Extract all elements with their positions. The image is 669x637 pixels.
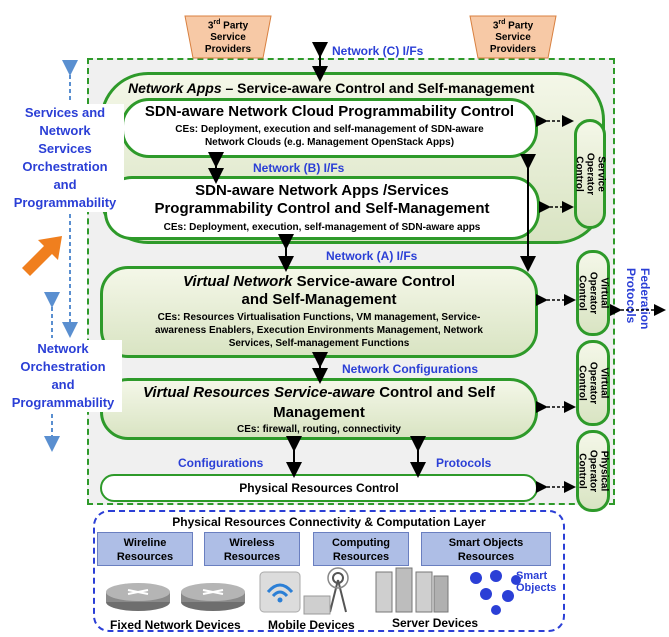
apps-control-title-2: Programmability Control and Self-Managem…	[154, 200, 490, 217]
router-icon	[106, 583, 170, 611]
label-line: Network	[37, 341, 89, 356]
server-devices-label: Server Devices	[392, 616, 479, 630]
network-c-label: Network (C) I/Fs	[332, 44, 424, 58]
virtual-resources-ces: CEs: firewall, routing, connectivity	[237, 424, 401, 435]
virtual-network-control	[100, 266, 538, 358]
apps-control-ces: CEs: Deployment, execution, self-managem…	[163, 222, 481, 233]
label-line: Orchestration	[22, 159, 108, 174]
third-party-provider-right: 3rd Party Service Providers	[468, 15, 558, 59]
smart-word: Smart	[516, 570, 548, 582]
label-line: and	[53, 177, 77, 192]
third-party-party: Party	[508, 20, 534, 32]
mobile-devices-icon	[259, 567, 349, 615]
objects-word: Objects	[516, 582, 557, 594]
computing-resources: Computing Resources	[313, 532, 409, 566]
wifi-icon	[266, 583, 294, 594]
fixed-network-devices-icon	[106, 583, 245, 611]
third-party-service: Service	[495, 32, 531, 44]
antenna-icon	[327, 567, 349, 613]
virtual-network-ces-3: Services, Self-management Functions	[228, 338, 410, 349]
third-party-service: Service	[210, 32, 246, 44]
network-apps-title: Network Apps – Service-aware Control and…	[128, 80, 534, 96]
res-line2: Resources	[223, 551, 281, 563]
services-orchestration-label: Services and Network Services Orchestrat…	[6, 104, 124, 212]
apps-control-title-1: SDN-aware Network Apps /Services	[195, 182, 449, 199]
service-operator-control: Service Operator Control	[574, 119, 607, 229]
fixed-network-devices-label: Fixed Network Devices	[110, 618, 241, 632]
protocols-label: Protocols	[436, 456, 492, 470]
third-party-num: 3	[492, 20, 499, 32]
server-devices-icon	[375, 567, 449, 613]
third-party-sup: rd	[498, 19, 506, 26]
trapezoid-shape	[184, 15, 272, 59]
third-party-providers: Providers	[489, 44, 537, 56]
cloud-control-ces-1: CEs: Deployment, execution and self-mana…	[175, 124, 484, 135]
smart-objects-label: Smart Objects	[516, 570, 556, 594]
virtual-resources-title-italic: Virtual Resources Service-aware	[142, 384, 376, 401]
res-line1: Computing	[331, 537, 391, 549]
label-line: Network	[39, 123, 91, 138]
virtual-resources-title-rest: Control and Self	[375, 384, 496, 401]
configurations-label: Configurations	[178, 456, 264, 470]
cloud-programmability-control	[121, 98, 538, 158]
mobile-devices-label: Mobile Devices	[268, 618, 355, 632]
virtual-network-title-italic: Virtual Network	[182, 273, 293, 290]
virtual-operator-control-1: Virtual Operator Control	[576, 250, 610, 336]
label-line: Orchestration	[20, 359, 106, 374]
res-line2: Resources	[457, 551, 515, 563]
virtual-network-title-rest: Service-aware Control	[292, 273, 456, 290]
wireline-resources: Wireline Resources	[97, 532, 193, 566]
physical-layer-title: Physical Resources Connectivity & Comput…	[172, 515, 486, 529]
res-line2: Resources	[116, 551, 174, 563]
virtual-network-title-2: and Self-Management	[241, 291, 397, 308]
label-line: Services	[38, 141, 92, 156]
virtual-operator-control-2: Virtual Operator Control	[576, 340, 610, 426]
network-apps-title-rest: – Service-aware Control and Self-managem…	[221, 80, 535, 96]
router-icon	[181, 583, 245, 611]
trapezoid-shape	[469, 15, 557, 59]
smart-objects-icon	[470, 570, 521, 615]
res-line1: Wireline	[123, 537, 167, 549]
label-line: Programmability	[11, 395, 115, 410]
virtual-resources-title-2: Management	[273, 404, 365, 421]
network-b-label: Network (B) I/Fs	[253, 161, 345, 175]
third-party-party: Party	[223, 20, 249, 32]
label-line: Programmability	[13, 195, 117, 210]
virtual-network-ces-2: awareness Enablers, Execution Environmen…	[155, 325, 483, 336]
third-party-num: 3	[207, 20, 214, 32]
label-line: and	[51, 377, 75, 392]
physical-operator-control: Physical Operator Control	[576, 430, 610, 512]
third-party-sup: rd	[213, 19, 221, 26]
res-line1: Smart Objects	[448, 537, 524, 549]
apps-programmability-control	[104, 176, 540, 240]
third-party-provider-left: 3rd Party Service Providers	[183, 15, 273, 59]
wireless-resources: Wireless Resources	[204, 532, 300, 566]
res-line1: Wireless	[229, 537, 275, 549]
network-configurations-label: Network Configurations	[342, 362, 479, 376]
network-apps-title-italic: Network Apps	[128, 80, 222, 96]
smart-objects-resources: Smart Objects Resources	[421, 532, 551, 566]
physical-resources-control	[100, 474, 538, 502]
res-line2: Resources	[332, 551, 390, 563]
virtual-network-ces-1: CEs: Resources Virtualisation Functions,…	[157, 312, 481, 323]
orange-arrow-icon	[22, 236, 62, 276]
network-a-label: Network (A) I/Fs	[326, 249, 418, 263]
cloud-control-title: SDN-aware Network Cloud Programmability …	[144, 103, 515, 120]
virtual-resources-title-1: Virtual Resources Service-aware Control …	[100, 384, 538, 401]
physical-resources-control-label: Physical Resources Control	[239, 481, 399, 495]
label-line: Services and	[24, 105, 106, 120]
cloud-control-ces-2: Network Clouds (e.g. Management OpenStac…	[204, 137, 455, 148]
third-party-providers: Providers	[204, 44, 252, 56]
network-orchestration-label: Network Orchestration and Programmabilit…	[4, 340, 122, 412]
virtual-network-title-1: Virtual Network Service-aware Control	[100, 273, 538, 290]
